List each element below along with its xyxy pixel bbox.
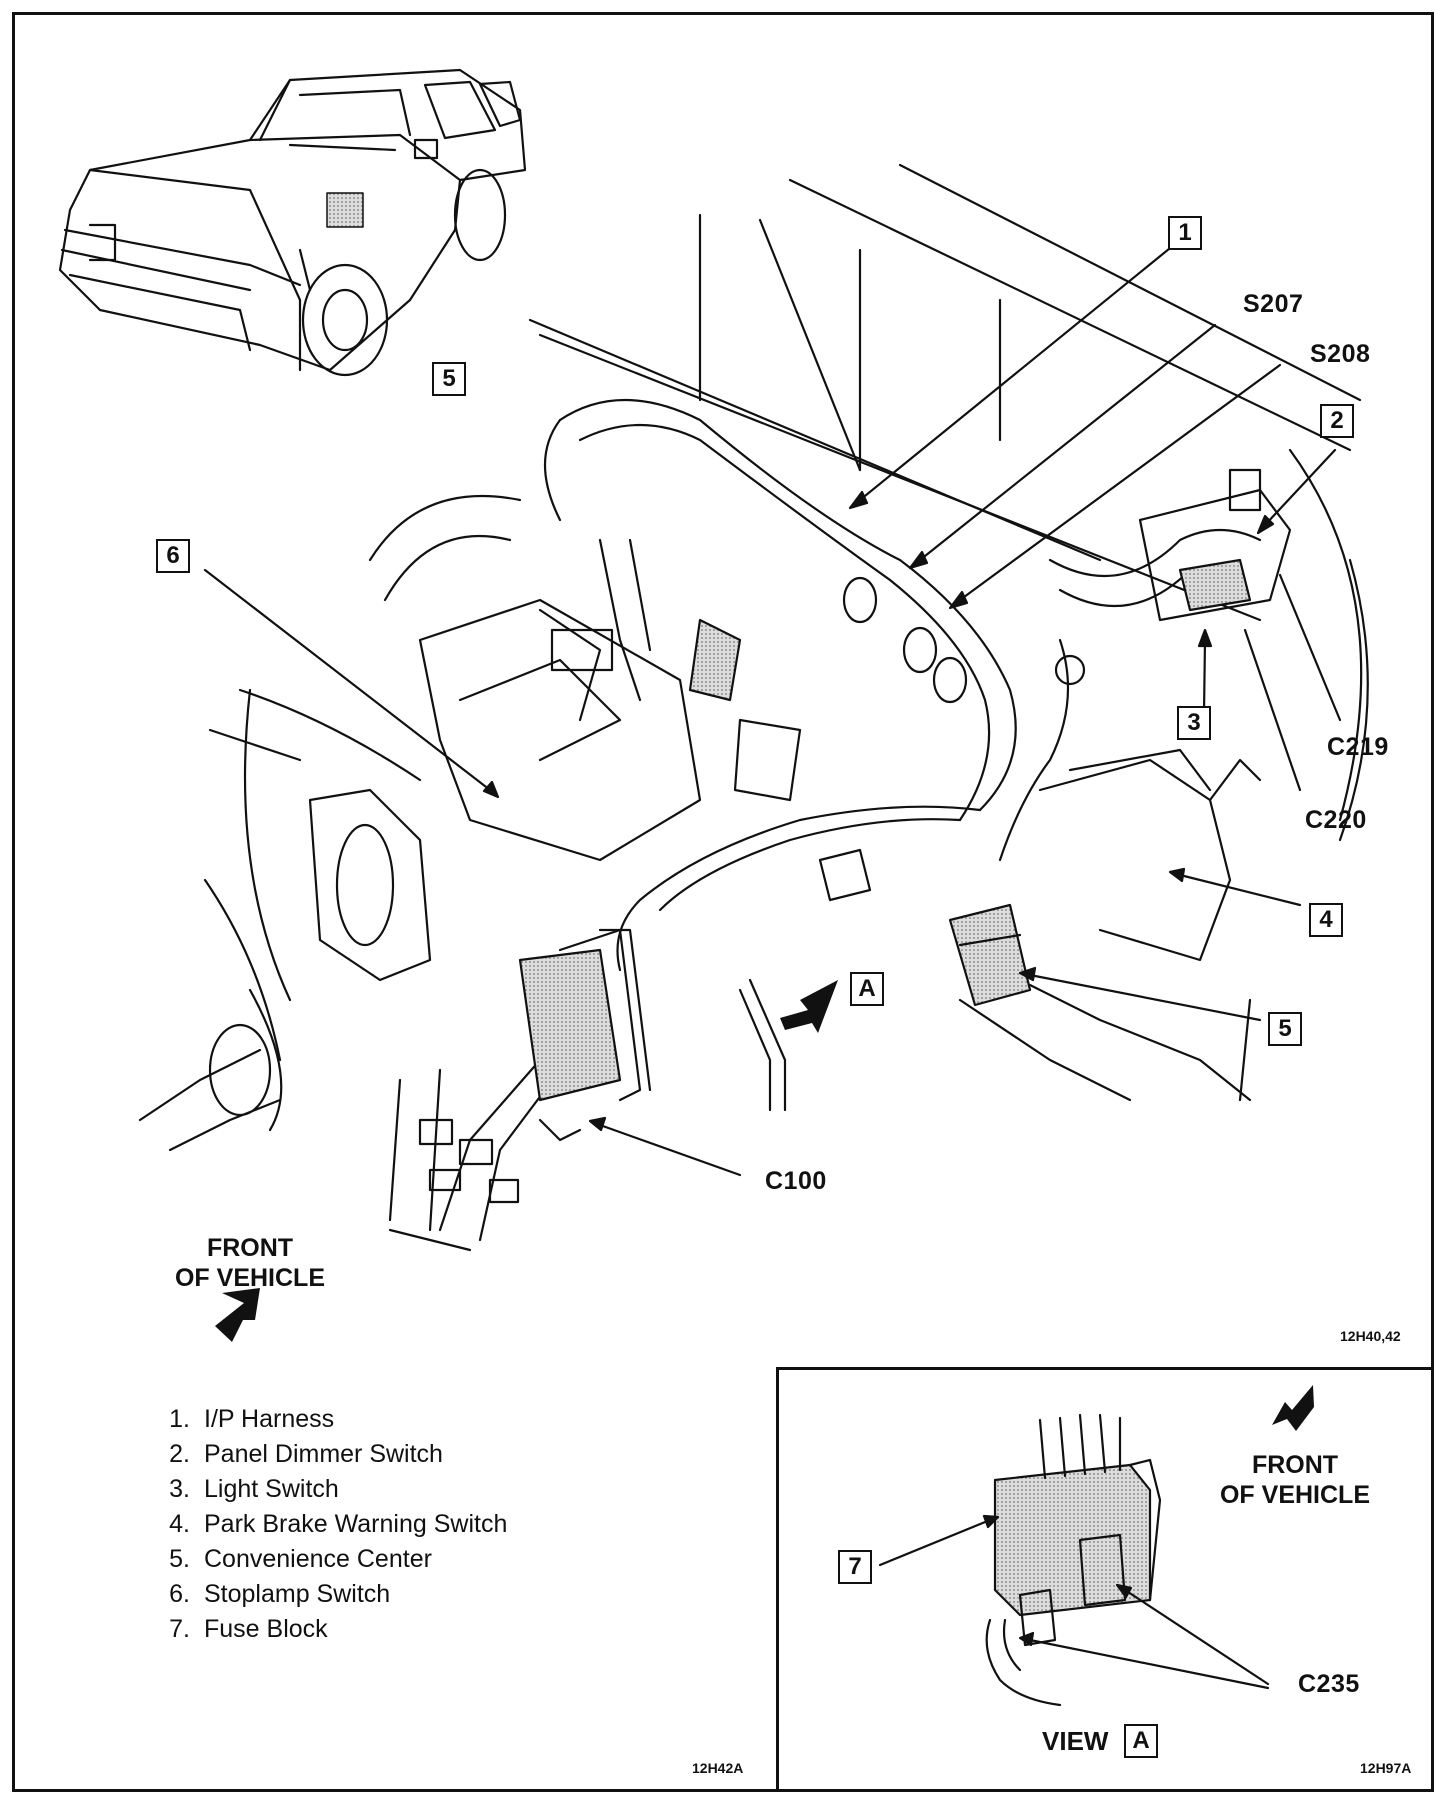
label-c235: C235 <box>1298 1670 1360 1698</box>
inset-front-of-vehicle-label: FRONT OF VEHICLE <box>1210 1450 1380 1510</box>
callout-4: 4 <box>1309 903 1343 937</box>
diagram-frame <box>12 12 1434 1792</box>
legend-number: 3. <box>169 1475 190 1503</box>
legend-text: Panel Dimmer Switch <box>204 1440 443 1468</box>
legend-text: Fuse Block <box>204 1615 328 1643</box>
callout-7: 7 <box>838 1550 872 1584</box>
legend-number: 6. <box>169 1580 190 1608</box>
callout-view-a: A <box>1124 1724 1158 1758</box>
legend-text: Stoplamp Switch <box>204 1580 391 1608</box>
figure-code-inset: 12H97A <box>1360 1760 1412 1776</box>
callout-3: 3 <box>1177 706 1211 740</box>
legend-number: 7. <box>169 1615 190 1643</box>
legend-number: 2. <box>169 1440 190 1468</box>
front-of-vehicle-line-2: OF VEHICLE <box>174 1264 325 1292</box>
label-c100: C100 <box>765 1167 827 1195</box>
figure-code-main: 12H40,42 <box>1340 1328 1401 1344</box>
legend-text: Park Brake Warning Switch <box>204 1510 508 1538</box>
legend-number: 4. <box>169 1510 190 1538</box>
label-s208: S208 <box>1310 340 1371 368</box>
inset-front-line-2: OF VEHICLE <box>1219 1481 1370 1509</box>
legend-item: 6. Stoplamp Switch <box>145 1577 507 1612</box>
legend-text: Convenience Center <box>204 1545 432 1573</box>
vehicle-thumbnail <box>58 68 527 377</box>
legend-item: 7. Fuse Block <box>145 1612 507 1647</box>
callout-5: 5 <box>1268 1012 1302 1046</box>
front-of-vehicle-label: FRONT OF VEHICLE <box>150 1233 350 1293</box>
view-label: VIEW <box>1042 1726 1109 1756</box>
front-of-vehicle-line-1: FRONT <box>206 1234 294 1262</box>
callout-1: 1 <box>1168 216 1202 250</box>
callout-6: 6 <box>156 539 190 573</box>
callout-2: 2 <box>1320 404 1354 438</box>
inset-front-line-1: FRONT <box>1251 1451 1339 1479</box>
view-a-inset-panel <box>776 1367 1434 1792</box>
label-s207: S207 <box>1243 290 1304 318</box>
component-legend: 1. I/P Harness 2. Panel Dimmer Switch 3. Li… <box>145 1402 507 1647</box>
legend-text: Light Switch <box>204 1475 339 1503</box>
legend-number: 5. <box>169 1545 190 1573</box>
legend-number: 1. <box>169 1405 190 1433</box>
legend-item: 3. Light Switch <box>145 1472 507 1507</box>
callout-5-thumbnail: 5 <box>432 362 466 396</box>
inset-fuse-block-artwork <box>878 1385 1314 1707</box>
legend-item: 2. Panel Dimmer Switch <box>145 1437 507 1472</box>
callout-view-a-arrow: A <box>850 972 884 1006</box>
label-c219: C219 <box>1327 733 1389 761</box>
figure-code-legend: 12H42A <box>692 1760 744 1776</box>
legend-text: I/P Harness <box>204 1405 335 1433</box>
legend-item: 4. Park Brake Warning Switch <box>145 1507 507 1542</box>
label-c220: C220 <box>1305 806 1367 834</box>
legend-item: 1. I/P Harness <box>145 1402 507 1437</box>
legend-item: 5. Convenience Center <box>145 1542 507 1577</box>
